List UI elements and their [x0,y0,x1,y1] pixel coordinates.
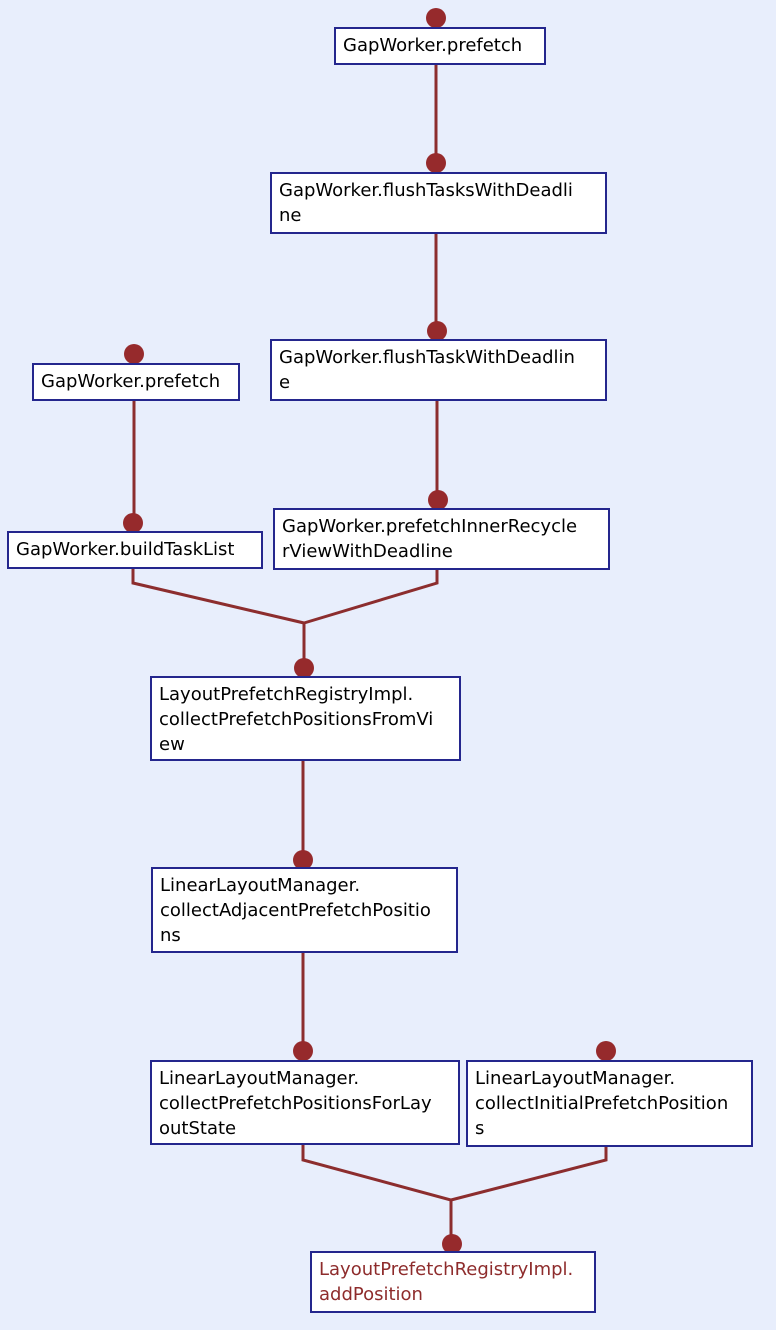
connector-dot [427,321,447,341]
edge-prefetchinner-to-collectfromview [303,570,439,625]
connector-dot [293,850,313,870]
entry-dot [596,1041,616,1061]
node-linearlayoutmanager-collectprefetchpositionsforlayoutstate[interactable]: LinearLayoutManager. collectPrefetchPosi… [150,1060,460,1145]
node-layoutprefetchregistryimpl-addposition[interactable]: LayoutPrefetchRegistryImpl. addPosition [310,1251,596,1313]
connector-dot [426,153,446,173]
node-gapworker-buildtasklist[interactable]: GapWorker.buildTaskList [7,531,263,569]
connector-dot [293,1041,313,1061]
edge-collectforlayoutstate-to-addposition [301,1145,453,1244]
node-gapworker-prefetchinnerrecyclerviewwithdeadline[interactable]: GapWorker.prefetchInnerRecycle rViewWith… [273,508,610,570]
connector-dot [294,658,314,678]
connector-dot [123,513,143,533]
connector-dot [442,1234,462,1254]
edge-collectinitial-to-addposition [450,1145,608,1202]
node-linearlayoutmanager-collectinitialprefetchpositions[interactable]: LinearLayoutManager. collectInitialPrefe… [466,1060,753,1147]
node-layoutprefetchregistryimpl-collectprefetchpositionsfromview[interactable]: LayoutPrefetchRegistryImpl. collectPrefe… [150,676,461,761]
node-gapworker-flushtaskwithdeadline[interactable]: GapWorker.flushTaskWithDeadlin e [270,339,607,401]
node-gapworker-prefetch-left[interactable]: GapWorker.prefetch [32,363,240,401]
connector-dot [428,490,448,510]
node-gapworker-prefetch-top[interactable]: GapWorker.prefetch [334,27,546,65]
node-linearlayoutmanager-collectadjacentprefetchpositions[interactable]: LinearLayoutManager. collectAdjacentPref… [151,867,458,953]
edge-buildtasklist-to-collectfromview [131,569,306,668]
entry-dot [426,8,446,28]
node-gapworker-flushtaskswithdeadline[interactable]: GapWorker.flushTasksWithDeadli ne [270,172,607,234]
entry-dot [124,344,144,364]
